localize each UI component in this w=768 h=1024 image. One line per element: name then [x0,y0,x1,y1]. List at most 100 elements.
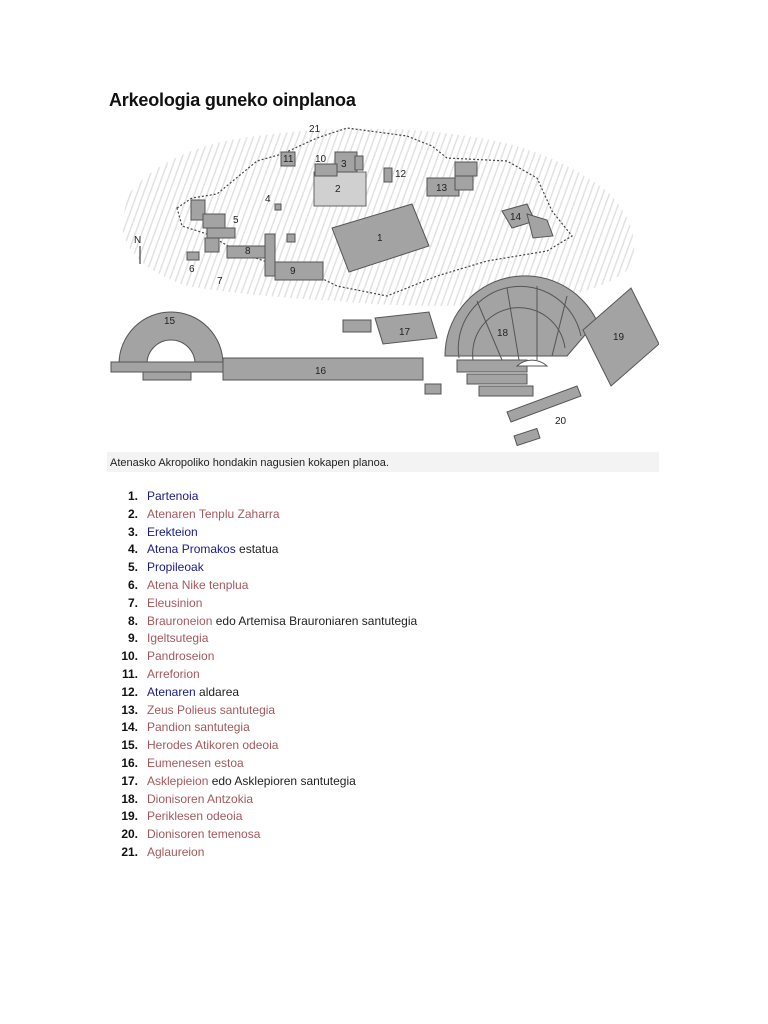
legend-item-number: 15. [121,738,138,753]
figure-caption: Atenasko Akropoliko hondakin nagusien ko… [110,457,389,469]
site-legend-list: 1. Partenoia 2. Atenaren Tenplu Zaharra 3.Er… [109,488,417,862]
label-6: 6 [189,264,195,275]
legend-item-number: 4. [127,542,138,557]
label-2: 2 [335,184,341,195]
building-10 [314,163,338,177]
legend-item-link[interactable]: Arreforion [147,666,200,681]
legend-item-number: 2. [127,506,138,521]
building-12 [383,167,393,183]
legend-item: 10.Pandroseion [109,648,417,666]
legend-item-link[interactable]: Atena Promakos [147,542,236,557]
legend-item: 13.Zeus Polieus santutegia [109,702,417,720]
legend-item-link[interactable]: Herodes Atikoren odeoia [147,738,279,753]
legend-item-number: 5. [127,560,138,575]
legend-item-link[interactable]: Dionisoren temenosa [147,827,261,842]
legend-item: 4. Atena Promakos estatua [109,541,417,559]
building-5-gate [206,227,236,239]
legend-item-link[interactable]: Propileoak [147,560,204,575]
legend-item-text: estatua [235,542,279,557]
legend-item: 3.Erekteion [109,524,417,542]
page-title: Arkeologia guneko oinplanoa [109,90,356,110]
legend-item-number: 1. [127,489,138,503]
figure-caption-bar: Atenasko Akropoliko hondakin nagusien ko… [107,452,659,472]
building-17-annex [342,319,372,333]
legend-item-number: 14. [121,720,138,735]
legend-item-link[interactable]: Igeltsutegia [147,631,209,646]
legend-item-link[interactable]: Asklepieion [147,773,209,788]
legend-item-link[interactable]: Eleusinion [147,595,203,610]
label-20: 20 [555,416,567,427]
legend-item-link[interactable]: Erekteion [147,524,198,539]
legend-item-link[interactable]: Periklesen odeoia [147,809,243,824]
building-4 [274,203,282,211]
building-5 [190,199,206,221]
building-2 [313,171,367,207]
label-18: 18 [497,328,509,339]
legend-item-link[interactable]: Dionisoren Antzokia [147,791,254,806]
legend-item: 12. Atenaren aldarea [109,684,417,702]
building-13-annex-2 [454,175,474,191]
building-9-wall [264,233,276,277]
legend-item-link[interactable]: Atena Nike tenplua [147,577,249,592]
building-small [286,233,296,243]
building-1 [331,203,430,273]
legend-item-number: 9. [127,631,138,646]
building-15-orchestra [146,339,196,365]
building-7 [204,237,220,253]
north-label: N [134,235,141,246]
label-9: 9 [290,266,296,277]
legend-item-link[interactable]: Brauroneion [147,613,213,628]
building-3-porch [354,155,364,171]
label-21: 21 [309,124,321,135]
label-8: 8 [245,246,251,257]
legend-item: 11. Arreforion [109,666,417,684]
legend-item: 18. Dionisoren Antzokia [109,791,417,809]
building-18 [444,275,598,397]
building-15 [118,311,224,365]
legend-item-link[interactable]: Zeus Polieus santutegia [147,702,276,717]
legend-item-number: 20. [121,827,138,842]
building-13-annex [454,161,478,177]
building-11 [280,151,296,167]
legend-item-link[interactable]: Pandion santutegia [147,720,250,735]
label-11: 11 [283,154,294,165]
legend-item: 8. Brauroneion edo Artemisa Brauroniaren … [109,613,417,631]
legend-item-number: 17. [121,773,138,788]
legend-item-link[interactable]: Pandroseion [147,649,215,664]
legend-item-link[interactable]: Aglaureion [147,844,205,859]
building-17 [374,311,438,345]
legend-item: 15. Herodes Atikoren odeoia [109,737,417,755]
legend-item-link[interactable]: Eumenesen estoa [147,755,244,770]
building-5-wing [202,213,226,229]
label-13: 13 [436,183,448,194]
legend-item: 9. Igeltsutegia [109,630,417,648]
legend-item-link[interactable]: Partenoia [147,489,199,503]
legend-item-number: 8. [127,613,138,628]
legend-item: 21.Aglaureion [109,844,417,862]
legend-item-number: 11. [121,666,138,681]
legend-item-number: 12. [121,684,138,699]
legend-item-text: edo Artemisa Brauroniaren santutegia [212,613,418,628]
legend-item: 19.Periklesen odeoia [109,808,417,826]
legend-item: 17. Asklepieion edo Asklepioren santutegi… [109,773,417,791]
legend-item: 14. Pandion santutegia [109,719,417,737]
building-15-scene [142,371,192,381]
legend-item-number: 18. [121,791,138,806]
label-15: 15 [164,316,176,327]
label-16: 16 [315,366,327,377]
legend-item: 1. Partenoia [109,488,417,506]
legend-item-link[interactable]: Atenaren Tenplu Zaharra [147,506,280,521]
legend-item-text: aldarea [195,684,240,699]
building-20-altar [513,427,541,447]
building-19 [582,287,659,387]
legend-item-link[interactable]: Atenaren [147,684,196,699]
legend-item-number: 16. [121,755,138,770]
building-16-end [424,383,442,395]
label-19: 19 [613,332,625,343]
building-20 [506,385,582,423]
legend-item: 7.Eleusinion [109,595,417,613]
building-6 [186,251,200,261]
acropolis-site-plan: 1 2 3 10 11 12 13 14 4 5 6 [107,116,659,452]
legend-item-text: edo Asklepioren santutegia [208,773,356,788]
label-4: 4 [265,194,271,205]
